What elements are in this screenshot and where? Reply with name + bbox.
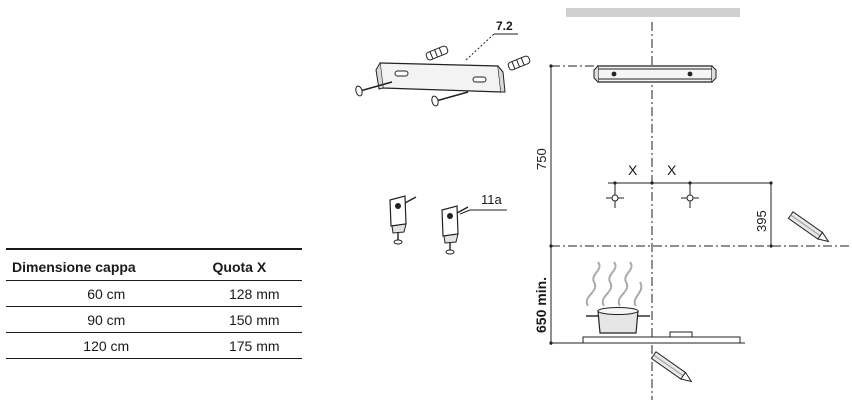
wall-bracket-kit: 7.2: [355, 19, 531, 107]
ceiling-bar: [566, 8, 740, 17]
steam-icon: [585, 261, 643, 307]
dimension-750: 750: [534, 148, 549, 170]
pot-icon: [586, 307, 650, 334]
dimension-table: Dimensione cappa Quota X 60 cm 128 mm 90…: [6, 248, 302, 359]
pencil-icon: [787, 211, 830, 243]
table-cell: 60 cm: [6, 280, 207, 307]
hook-kit: 11a: [389, 192, 507, 255]
table-cell: 128 mm: [206, 280, 302, 307]
table-cell: 120 cm: [6, 332, 207, 359]
table-cell: 175 mm: [206, 332, 302, 359]
column-header-hood-size: Dimensione cappa: [6, 248, 207, 281]
table-row: 90 cm 150 mm: [6, 306, 302, 333]
dimension-x-right: X: [667, 162, 677, 178]
table-cell: 150 mm: [206, 306, 302, 333]
part-label-bracket: 7.2: [496, 19, 513, 33]
table-cell: 90 cm: [6, 306, 207, 333]
column-header-x-value: Quota X: [206, 248, 302, 281]
part-label-hooks: 11a: [481, 192, 502, 207]
dimension-x-left: X: [628, 162, 638, 178]
elevation-drawing: 750 395 650 min. X X: [533, 22, 852, 400]
table-row: 60 cm 128 mm: [6, 280, 302, 307]
table-header-row: Dimensione cappa Quota X: [6, 248, 302, 281]
dimension-395: 395: [754, 210, 769, 232]
table-row: 120 cm 175 mm: [6, 332, 302, 359]
pencil-icon: [650, 351, 693, 383]
dimension-650-min: 650 min.: [533, 277, 549, 333]
